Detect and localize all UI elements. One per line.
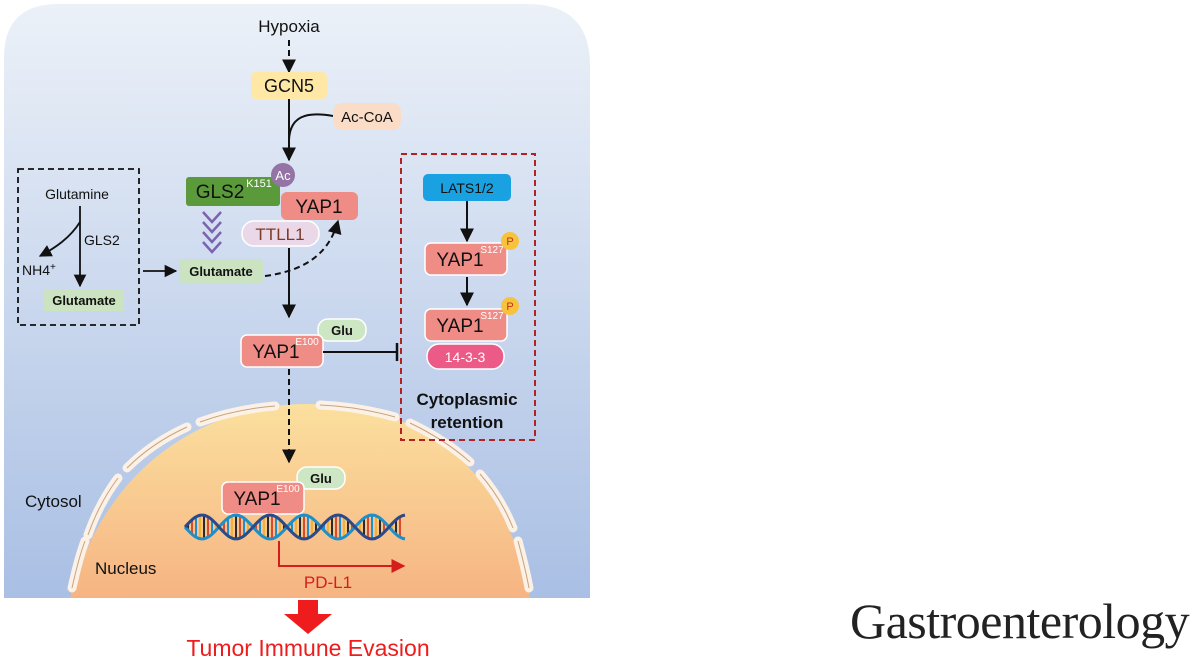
glu-box-nuclear: Glu xyxy=(296,466,346,490)
glutaminolysis-box xyxy=(17,168,140,326)
glutamate-inner-box: Glutamate xyxy=(44,289,124,311)
cytoplasmic-retention-label-1: Cytoplasmic xyxy=(416,390,517,409)
tumor-immune-evasion-label: Tumor Immune Evasion xyxy=(186,635,429,661)
yap1-e100-box: YAP1 E100 xyxy=(240,334,324,368)
gls2-box: GLS2 K151 xyxy=(186,177,280,206)
s127-label-1: S127 xyxy=(480,245,504,256)
yap1-e100-label: YAP1 xyxy=(252,342,299,363)
box-1433: 14-3-3 xyxy=(426,343,505,370)
glutamine-label: Glutamine xyxy=(45,186,109,202)
pdl1-transcription-arrow xyxy=(278,541,406,573)
ttll1-box: TTLL1 xyxy=(241,220,320,247)
ac-label: Ac xyxy=(275,168,291,183)
cytosol-label: Cytosol xyxy=(25,492,82,511)
nucleus-label: Nucleus xyxy=(95,559,156,578)
k151-label: K151 xyxy=(246,178,272,190)
nh4-superscript: + xyxy=(50,262,56,273)
yap1-box-complex: YAP1 xyxy=(281,192,358,220)
yap1-s127-label-1: YAP1 xyxy=(436,250,483,271)
s127-label-2: S127 xyxy=(480,311,504,322)
e100-nuclear-label: E100 xyxy=(276,484,300,495)
glutamine-to-nh4-arrow xyxy=(38,221,81,257)
phospho-circle-1: P xyxy=(501,232,519,250)
nuclear-membrane-outline xyxy=(71,404,530,589)
yap1-s127-box-1: YAP1 S127 xyxy=(424,242,508,276)
outcome-arrow-icon xyxy=(284,600,332,634)
box-1433-label: 14-3-3 xyxy=(445,349,486,365)
cytoplasmic-retention-label-2: retention xyxy=(431,413,504,432)
p-label-1: P xyxy=(506,236,513,248)
lats-box: LATS1/2 xyxy=(423,174,511,201)
glutamate-to-yap1-arrow xyxy=(264,219,342,277)
glutamate-label: Glutamate xyxy=(189,264,253,279)
glu-box: Glu xyxy=(317,318,367,342)
chevron-down-icon xyxy=(202,211,222,254)
glutamate-inner-label: Glutamate xyxy=(52,293,116,308)
hypoxia-label: Hypoxia xyxy=(258,17,320,36)
pdl1-label: PD-L1 xyxy=(304,573,352,592)
acoa-box: Ac-CoA xyxy=(333,103,401,130)
gcn5-label: GCN5 xyxy=(264,76,314,96)
journal-logo: Gastroenterology xyxy=(850,593,1190,649)
p-label-2: P xyxy=(506,301,513,313)
e100-label: E100 xyxy=(295,337,319,348)
yap1-complex-label: YAP1 xyxy=(295,197,342,218)
gls2-label: GLS2 xyxy=(196,182,245,203)
acoa-label: Ac-CoA xyxy=(341,109,393,126)
glutamate-box: Glutamate xyxy=(179,259,263,283)
phospho-circle-2: P xyxy=(501,297,519,315)
nh4-label: NH4+ xyxy=(22,262,56,278)
glu-nuclear-label: Glu xyxy=(310,471,332,486)
yap1-nuclear-box: YAP1 E100 xyxy=(221,481,305,515)
gcn5-box: GCN5 xyxy=(251,72,327,99)
gls2-enzyme-label: GLS2 xyxy=(84,232,120,248)
yap1-nuclear-label: YAP1 xyxy=(233,489,280,510)
lats-label: LATS1/2 xyxy=(440,180,494,196)
yap1-s127-label-2: YAP1 xyxy=(436,316,483,337)
dna-helix-icon xyxy=(183,513,406,541)
ac-circle: Ac xyxy=(271,163,295,187)
acoa-curve xyxy=(288,113,334,141)
yap1-s127-box-2: YAP1 S127 xyxy=(424,308,508,342)
glu-label: Glu xyxy=(331,323,353,338)
ttll1-label: TTLL1 xyxy=(255,225,304,244)
